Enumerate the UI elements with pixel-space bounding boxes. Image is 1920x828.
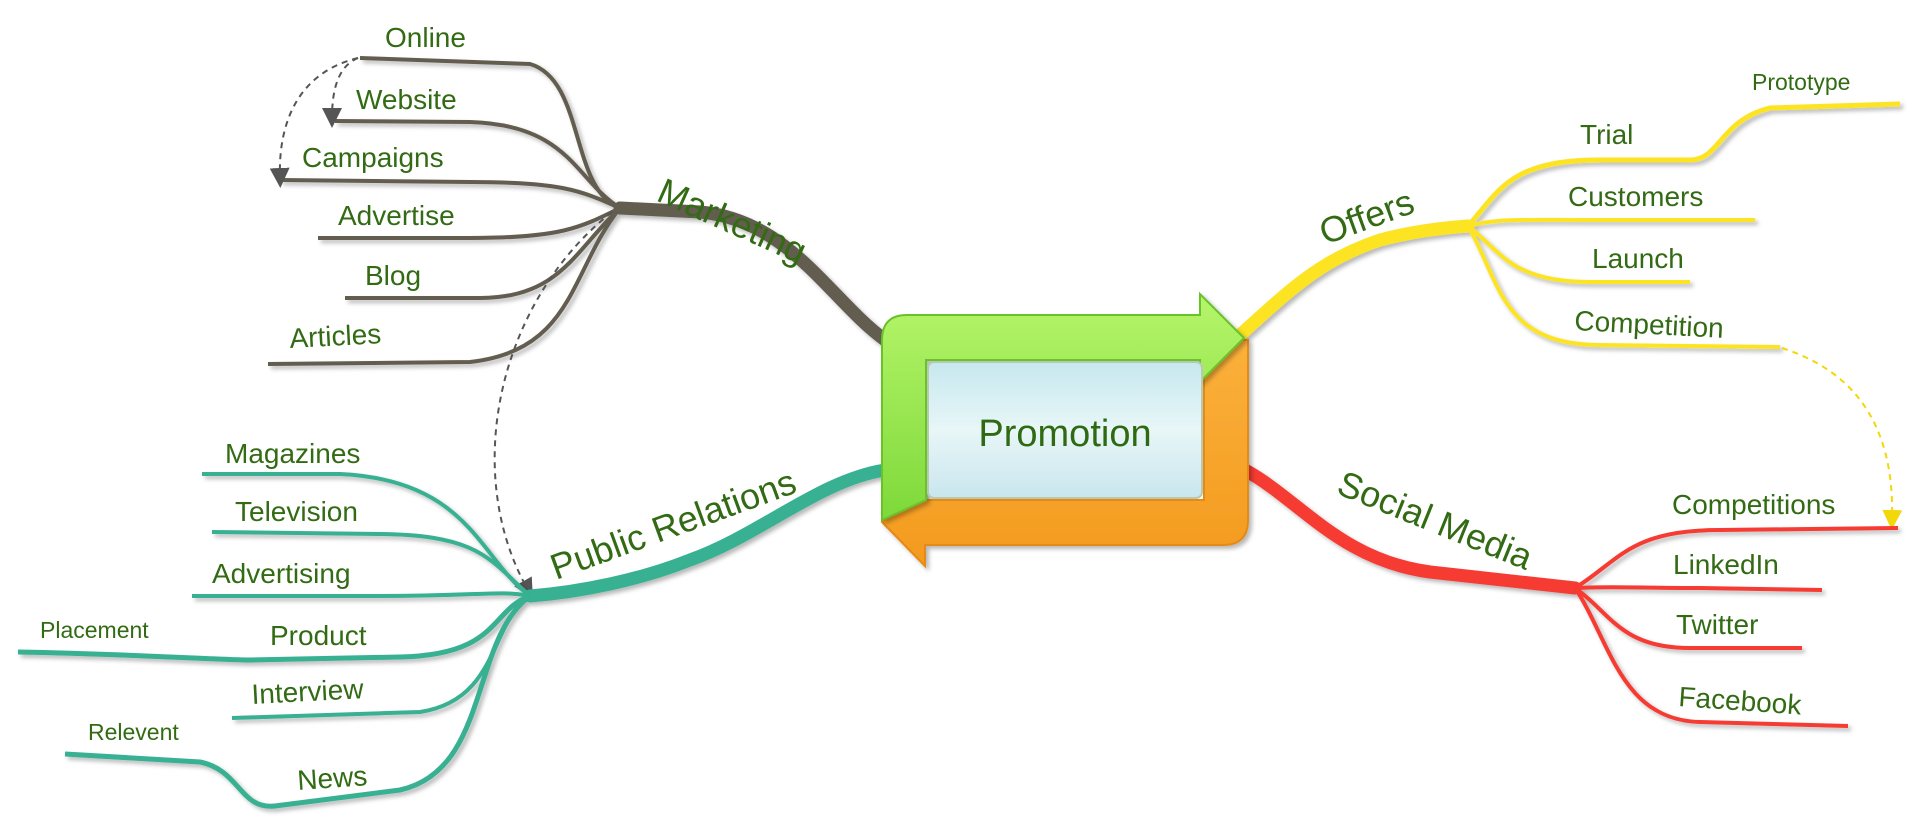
relation-competition-competitions	[1781, 347, 1903, 530]
topic-product: Product	[270, 620, 367, 651]
topic-competitions: Competitions	[1672, 489, 1835, 520]
pr-link-advertising	[192, 591, 531, 598]
topic-advertising: Advertising	[212, 558, 351, 589]
central-label: Promotion	[978, 413, 1151, 455]
social-media-branch	[1238, 463, 1899, 728]
relation-marketing-public-relations	[493, 211, 613, 599]
topic-advertise: Advertise	[338, 200, 455, 231]
marketing-link-blog	[345, 206, 622, 300]
central-node: Promotion	[880, 291, 1249, 569]
marketing-link-campaigns	[279, 178, 621, 210]
topic-blog: Blog	[365, 260, 421, 291]
public-relations-trunk	[523, 463, 892, 603]
public-relations-branch	[17, 463, 892, 809]
relation-online-website	[322, 57, 359, 128]
sm-link-linkedin	[1574, 585, 1823, 592]
pr-link-news	[64, 593, 532, 809]
topic-competition: Competition	[1574, 305, 1725, 344]
topic-trial: Trial	[1580, 119, 1633, 150]
marketing-link-articles	[267, 206, 622, 366]
subtopic-placement: Placement	[40, 617, 149, 643]
sm-link-competitions	[1573, 526, 1899, 590]
relation-online-campaigns	[269, 57, 359, 188]
subtopic-prototype: Prototype	[1752, 69, 1850, 95]
topic-website: Website	[356, 84, 457, 115]
topic-articles: Articles	[289, 318, 382, 354]
central-panel	[927, 361, 1203, 499]
marketing-trunk	[613, 201, 892, 347]
offers-link-launch	[1466, 224, 1690, 284]
marketing-branch	[267, 56, 892, 366]
topic-news: News	[296, 760, 368, 796]
branch-label-social-media: Social Media	[1332, 462, 1539, 578]
topic-customers: Customers	[1568, 181, 1703, 212]
topic-twitter: Twitter	[1676, 609, 1758, 640]
topic-interview: Interview	[251, 673, 365, 710]
pr-link-television	[211, 530, 532, 598]
topic-launch: Launch	[1592, 243, 1684, 274]
offers-trunk	[1233, 219, 1475, 342]
sm-link-twitter	[1573, 586, 1802, 650]
topic-magazines: Magazines	[225, 438, 360, 469]
pr-link-product	[17, 593, 531, 663]
offers-branch	[1233, 101, 1901, 349]
topic-campaigns: Campaigns	[302, 142, 444, 173]
marketing-link-online	[359, 56, 621, 210]
sm-link-facebook	[1573, 586, 1849, 728]
marketing-link-website	[334, 119, 622, 210]
offers-link-customers	[1467, 217, 1755, 228]
subtopic-relevent: Relevent	[88, 719, 179, 745]
social-media-trunk	[1238, 463, 1582, 595]
topic-online: Online	[385, 22, 466, 53]
offers-link-trial	[1466, 101, 1901, 228]
topic-facebook: Facebook	[1678, 681, 1804, 721]
marketing-link-advertise	[318, 206, 621, 240]
offers-link-competition	[1466, 224, 1781, 349]
topic-television: Television	[235, 496, 358, 527]
topic-linkedin: LinkedIn	[1673, 549, 1779, 580]
branch-label-marketing: Marketing	[652, 170, 813, 272]
